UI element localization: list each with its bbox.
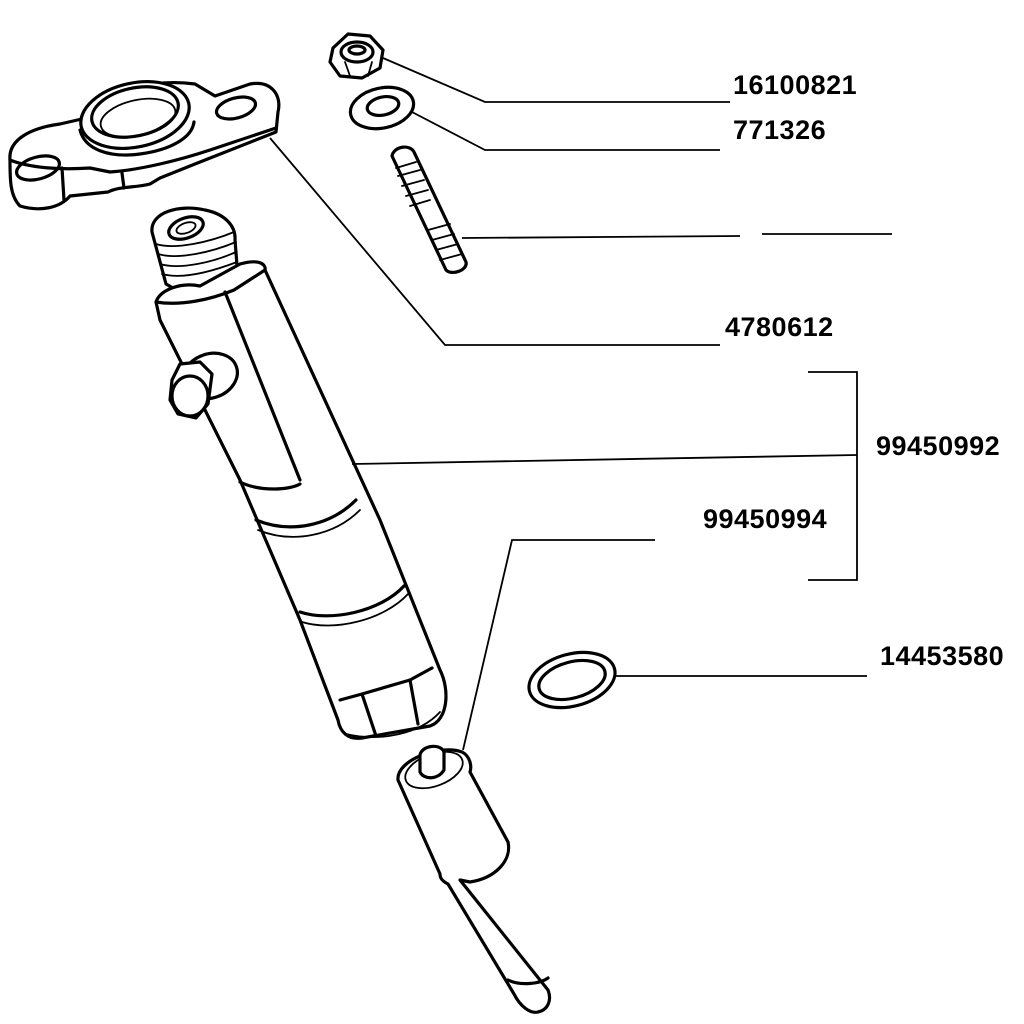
part-label-washer: 771326 [733,115,827,145]
injector-body-part [150,206,448,740]
washer-part [348,85,416,131]
stud-part [390,145,468,275]
leader-lines [269,57,892,751]
nut-part [328,32,385,80]
flange-part [8,80,281,211]
nozzle-part [396,744,552,1014]
part-label-injector-alt: 99450994 [703,504,828,534]
part-label-sealing-ring: 14453580 [880,641,1005,671]
part-label-injector-body: 99450992 [876,431,1001,461]
sealing-ring-part [527,650,617,710]
part-label-nut: 16100821 [733,70,858,100]
part-label-flange: 4780612 [725,312,834,342]
